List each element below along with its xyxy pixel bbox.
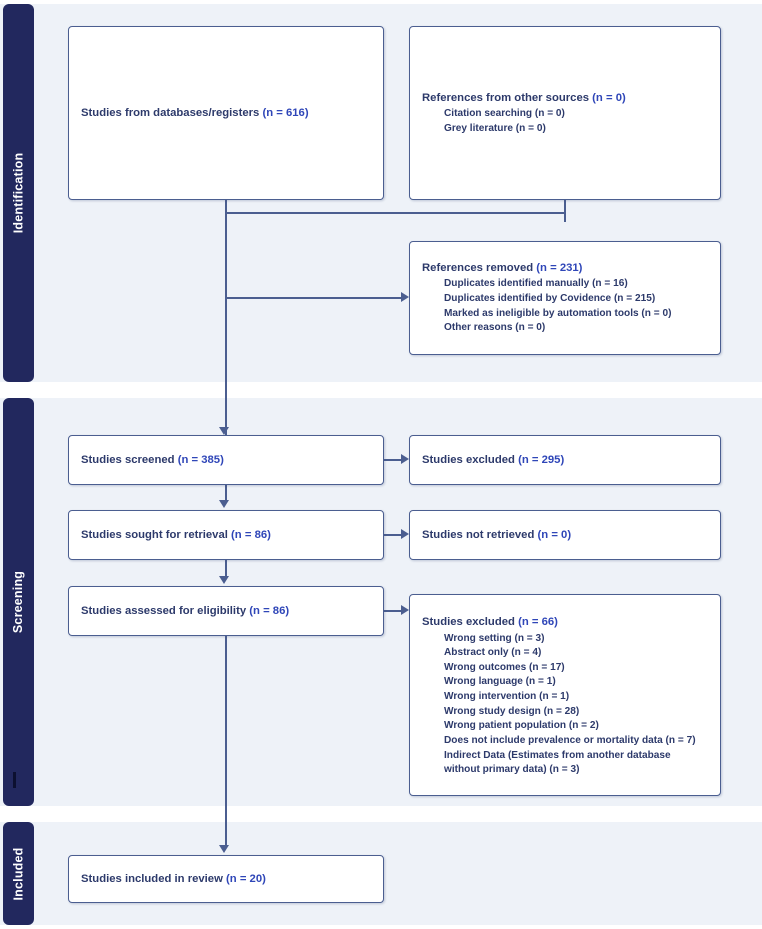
connector-assessed-to-excluded (384, 610, 403, 612)
box-studies-excluded-screening: Studies excluded (n = 295) (409, 435, 721, 485)
list-item: Wrong intervention (n = 1) (444, 691, 570, 703)
connector-databases-down (225, 200, 227, 212)
box-title-included: Studies included in review (n = 20) (81, 871, 371, 887)
box-text-excluded-2: Studies excluded (422, 616, 519, 629)
list-item: Wrong patient population (n = 2) (444, 720, 599, 732)
list-item: Marked as ineligible by automation tools… (444, 307, 672, 319)
arrowhead-to-screened (219, 427, 229, 435)
stage-label-included: Included (11, 847, 26, 900)
list-item: Wrong setting (n = 3) (444, 632, 545, 644)
connector-other-sources-down (564, 200, 566, 222)
box-title-not-retrieved: Studies not retrieved (n = 0) (422, 527, 708, 543)
box-count-databases: (n = 616) (262, 106, 309, 119)
sub-list-refs-removed: Duplicates identified manually (n = 16) … (422, 277, 708, 336)
box-text-assessed: Studies assessed for eligibility (81, 604, 250, 617)
arrowhead-to-included (219, 845, 229, 853)
stage-tick-mark (13, 772, 16, 788)
list-item: Duplicates identified by Covidence (n = … (444, 293, 656, 305)
sub-list-excluded-2: Wrong setting (n = 3) Abstract only (n =… (422, 632, 708, 778)
box-title-assessed: Studies assessed for eligibility (n = 86… (81, 603, 371, 619)
connector-identification-trunk (225, 212, 227, 448)
box-studies-sought-for-retrieval: Studies sought for retrieval (n = 86) (68, 510, 384, 560)
box-references-removed: References removed (n = 231) Duplicates … (409, 241, 721, 355)
connector-screened-to-sought (225, 485, 227, 502)
box-studies-included-in-review: Studies included in review (n = 20) (68, 855, 384, 903)
list-item: Wrong study design (n = 28) (444, 705, 580, 717)
stage-bar-screening: Screening (3, 398, 34, 806)
box-studies-from-databases: Studies from databases/registers (n = 61… (68, 26, 384, 200)
list-item: without primary data) (n = 3) (444, 764, 580, 776)
list-item: Grey literature (n = 0) (444, 122, 546, 134)
connector-screened-to-excluded (384, 459, 403, 461)
box-text-not-retrieved: Studies not retrieved (422, 528, 538, 541)
list-item: Indirect Data (Estimates from another da… (444, 749, 671, 761)
arrowhead-to-excluded-2 (401, 605, 409, 615)
box-studies-screened: Studies screened (n = 385) (68, 435, 384, 485)
box-title-excluded-2: Studies excluded (n = 66) (422, 614, 708, 630)
arrowhead-to-refs-removed (401, 292, 409, 302)
stage-bar-included: Included (3, 822, 34, 925)
box-title-excluded-1: Studies excluded (n = 295) (422, 452, 708, 468)
box-title-databases: Studies from databases/registers (n = 61… (81, 105, 371, 121)
connector-merge-horizontal (225, 212, 566, 214)
connector-sought-to-assessed (225, 560, 227, 578)
box-count-sought: (n = 86) (231, 528, 271, 541)
box-title-other-sources: References from other sources (n = 0) (422, 90, 708, 106)
list-item: Duplicates identified manually (n = 16) (444, 278, 628, 290)
box-count-assessed: (n = 86) (249, 604, 290, 617)
list-item: Wrong outcomes (n = 17) (444, 661, 565, 673)
connector-to-refs-removed (225, 297, 401, 299)
stage-label-identification: Identification (11, 152, 26, 234)
box-text-other-sources: References from other sources (422, 91, 593, 104)
box-title-sought: Studies sought for retrieval (n = 86) (81, 527, 371, 543)
box-count-screened: (n = 385) (177, 453, 224, 466)
arrowhead-to-not-retrieved (401, 529, 409, 539)
box-count-included: (n = 20) (226, 872, 266, 885)
stage-label-screening: Screening (11, 570, 26, 634)
box-text-sought: Studies sought for retrieval (81, 528, 232, 541)
box-studies-assessed-for-eligibility: Studies assessed for eligibility (n = 86… (68, 586, 384, 636)
list-item: Does not include prevalence or mortality… (444, 734, 696, 746)
connector-assessed-to-included (225, 636, 227, 847)
box-count-excluded-1: (n = 295) (518, 453, 565, 466)
list-item: Wrong language (n = 1) (444, 676, 556, 688)
sub-list-other-sources: Citation searching (n = 0) Grey literatu… (422, 107, 708, 136)
arrowhead-to-assessed (219, 576, 229, 584)
box-count-other-sources: (n = 0) (592, 91, 626, 104)
list-item: Other reasons (n = 0) (444, 322, 546, 334)
box-studies-not-retrieved: Studies not retrieved (n = 0) (409, 510, 721, 560)
connector-sought-to-not-retrieved (384, 534, 403, 536)
list-item: Citation searching (n = 0) (444, 108, 565, 120)
box-title-refs-removed: References removed (n = 231) (422, 260, 708, 276)
box-count-not-retrieved: (n = 0) (537, 528, 572, 541)
box-count-refs-removed: (n = 231) (536, 262, 583, 275)
list-item: Abstract only (n = 4) (444, 647, 542, 659)
box-title-screened: Studies screened (n = 385) (81, 452, 371, 468)
box-text-screened: Studies screened (81, 453, 178, 466)
stage-bar-identification: Identification (3, 4, 34, 382)
box-text-refs-removed: References removed (422, 262, 537, 275)
arrowhead-to-sought (219, 500, 229, 508)
arrowhead-to-excluded-1 (401, 454, 409, 464)
box-text-databases: Studies from databases/registers (81, 106, 263, 119)
box-text-included: Studies included in review (81, 872, 227, 885)
box-text-excluded-1: Studies excluded (422, 453, 519, 466)
box-count-excluded-2: (n = 66) (518, 616, 558, 629)
box-references-other-sources: References from other sources (n = 0) Ci… (409, 26, 721, 200)
box-studies-excluded-eligibility: Studies excluded (n = 66) Wrong setting … (409, 594, 721, 796)
